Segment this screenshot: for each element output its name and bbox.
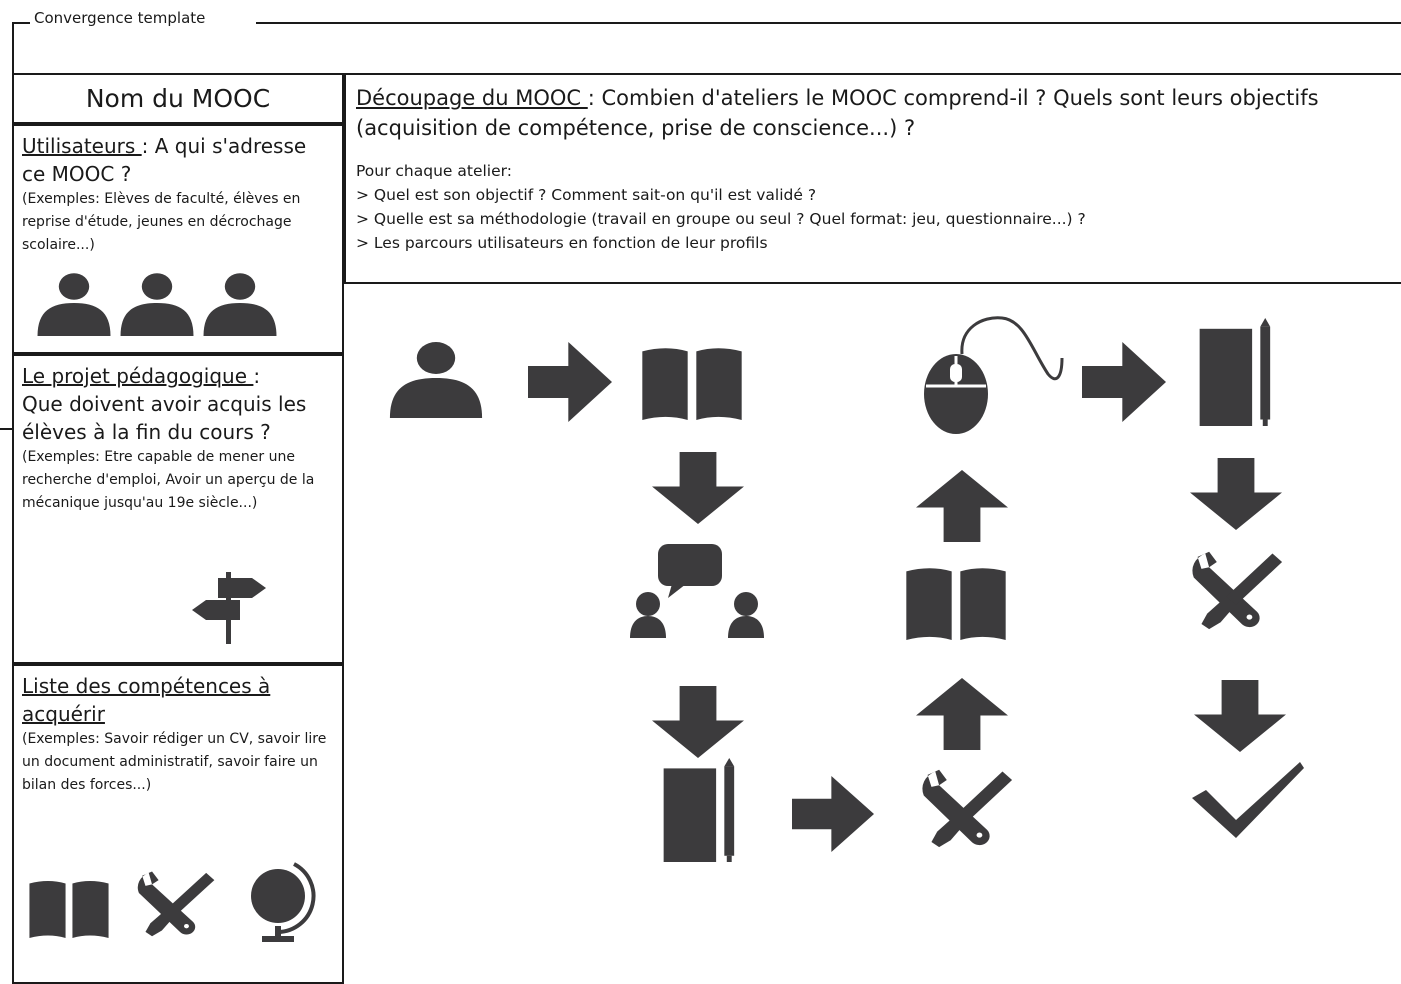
arrow-up-icon	[916, 470, 1008, 542]
projet-panel[interactable]: Le projet pédagogique : Que doivent avoi…	[12, 354, 344, 664]
decoupage-separator: :	[587, 86, 602, 110]
arrow-down-icon	[1194, 680, 1286, 752]
book-icon	[26, 876, 112, 938]
competences-examples: (Exemples: Savoir rédiger un CV, savoir …	[22, 731, 327, 793]
template-legend: Convergence template	[30, 9, 210, 27]
decoupage-line: > Les parcours utilisateurs en fonction …	[356, 234, 768, 252]
tools-icon	[918, 768, 1014, 854]
projet-examples: (Exemples: Etre capable de mener une rec…	[22, 449, 315, 511]
tools-icon	[1188, 550, 1284, 636]
decoupage-label: Découpage du MOOC	[356, 86, 588, 110]
projet-label: Le projet pédagogique	[22, 364, 254, 388]
signpost-icon	[188, 568, 270, 644]
book-icon	[902, 562, 1010, 640]
template-frame-top-left	[12, 22, 32, 24]
book-icon	[638, 342, 746, 420]
projet-separator: :	[253, 364, 261, 388]
template-frame-left	[12, 22, 14, 74]
checkmark-icon	[1192, 762, 1304, 838]
utilisateurs-label: Utilisateurs	[22, 134, 142, 158]
template-frame-top	[256, 22, 1401, 24]
arrow-down-icon	[652, 686, 744, 758]
utilisateurs-examples: (Exemples: Elèves de faculté, élèves en …	[22, 191, 301, 253]
globe-icon	[244, 860, 316, 944]
decoupage-line: > Quel est son objectif ? Comment sait-o…	[356, 186, 817, 204]
notepad-pencil-icon	[1198, 318, 1280, 426]
utilisateurs-separator: :	[141, 134, 155, 158]
mouse-icon	[920, 314, 1066, 436]
chat-users-icon	[628, 542, 770, 638]
mooc-name-box[interactable]: Nom du MOOC	[12, 73, 344, 124]
utilisateurs-heading: Utilisateurs : A qui s'adresse ce MOOC ?	[22, 132, 334, 188]
arrow-right-icon	[528, 342, 612, 422]
competences-label: Liste des compétences à acquérir	[22, 674, 271, 726]
projet-question: Que doivent avoir acquis les élèves à la…	[22, 392, 307, 444]
user-icon	[119, 270, 195, 336]
decoupage-line: Pour chaque atelier:	[356, 162, 512, 180]
decoupage-details: Pour chaque atelier: > Quel est son obje…	[356, 159, 1401, 255]
tools-icon	[134, 870, 216, 942]
utilisateurs-panel[interactable]: Utilisateurs : A qui s'adresse ce MOOC ?…	[12, 124, 344, 354]
projet-heading: Le projet pédagogique : Que doivent avoi…	[22, 362, 334, 446]
decoupage-panel[interactable]: Découpage du MOOC : Combien d'ateliers l…	[344, 73, 1401, 284]
arrow-down-icon	[1190, 458, 1282, 530]
utilisateurs-question: A qui s'adresse ce MOOC ?	[22, 134, 307, 186]
decoupage-line: > Quelle est sa méthodologie (travail en…	[356, 210, 1086, 228]
arrow-up-icon	[916, 678, 1008, 750]
user-icon	[388, 338, 484, 418]
arrow-down-icon	[652, 452, 744, 524]
user-icon	[202, 270, 278, 336]
arrow-right-icon	[792, 776, 874, 852]
mooc-name-title: Nom du MOOC	[85, 84, 271, 113]
decoupage-heading: Découpage du MOOC : Combien d'ateliers l…	[356, 83, 1401, 143]
arrow-right-icon	[1082, 342, 1166, 422]
user-icon	[36, 270, 112, 336]
decoupage-question: Combien d'ateliers le MOOC comprend-il ?…	[356, 86, 1319, 140]
notepad-pencil-icon	[662, 758, 744, 862]
